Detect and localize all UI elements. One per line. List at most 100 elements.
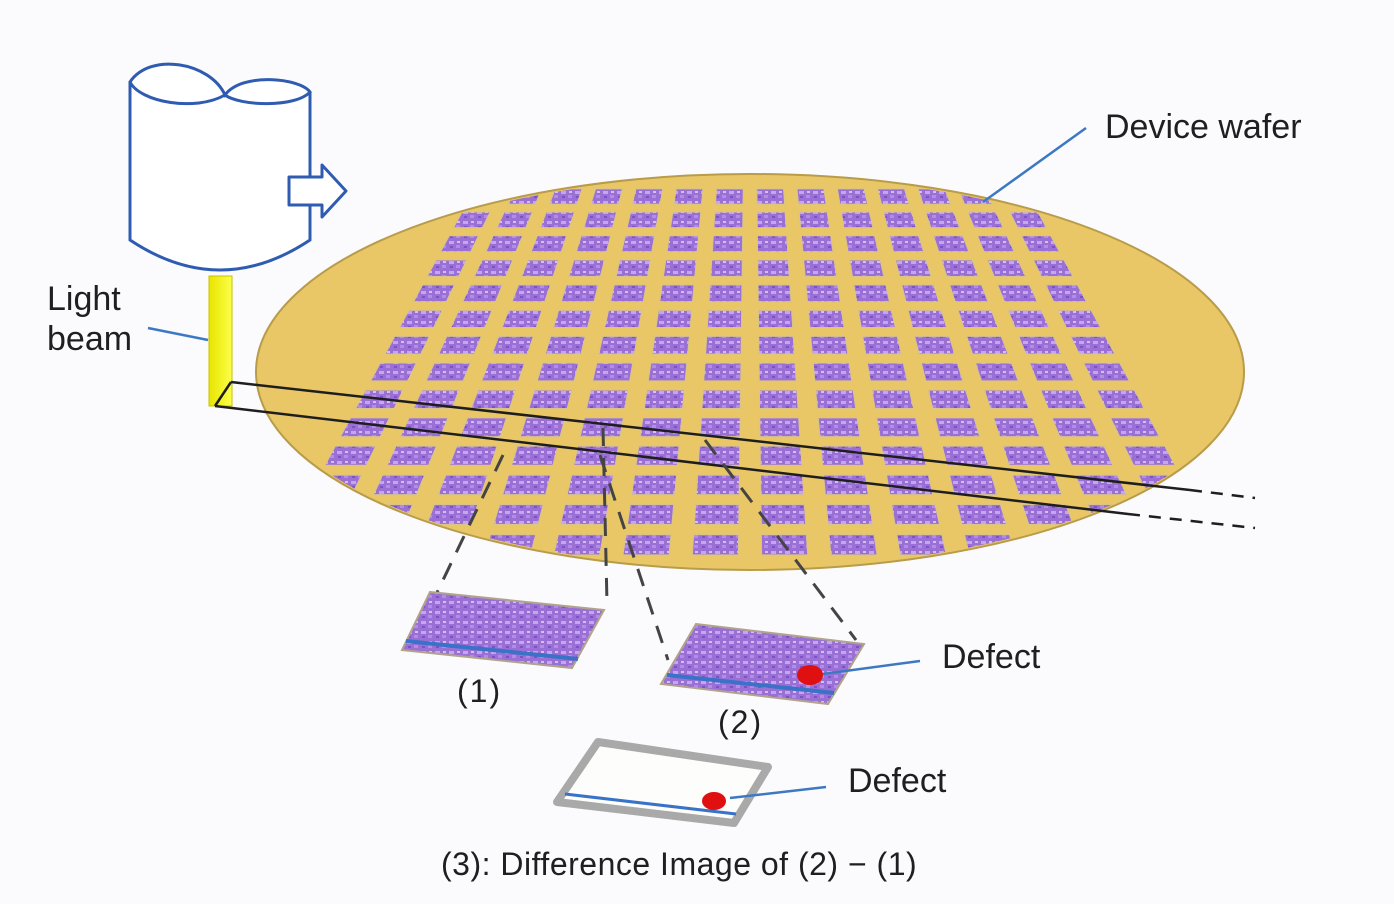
die xyxy=(530,235,568,253)
die xyxy=(817,417,861,438)
die xyxy=(711,235,744,253)
die xyxy=(703,362,742,382)
die xyxy=(967,211,1004,229)
die xyxy=(626,211,660,229)
die xyxy=(651,335,690,355)
light-beam-label-line2: beam xyxy=(47,320,133,358)
die xyxy=(626,504,675,525)
difference-image xyxy=(553,738,772,827)
die xyxy=(699,417,741,438)
die xyxy=(552,309,593,329)
die xyxy=(807,309,845,329)
die xyxy=(705,335,742,355)
die xyxy=(828,534,878,556)
defect-marker-1 xyxy=(797,665,823,685)
die xyxy=(1096,389,1146,409)
die xyxy=(693,504,740,525)
die xyxy=(714,188,744,205)
die xyxy=(932,235,970,253)
die xyxy=(880,445,927,466)
die xyxy=(659,284,695,303)
die xyxy=(553,534,604,556)
die xyxy=(1109,417,1161,438)
die xyxy=(666,235,700,253)
die xyxy=(757,284,792,303)
die xyxy=(983,389,1030,409)
die xyxy=(673,188,704,205)
die xyxy=(398,309,443,329)
die xyxy=(622,534,672,556)
die xyxy=(669,211,702,229)
die xyxy=(621,235,656,253)
die xyxy=(519,417,566,438)
die xyxy=(520,259,560,277)
die xyxy=(957,309,999,329)
die xyxy=(511,284,551,303)
die xyxy=(849,259,885,277)
die xyxy=(459,417,508,438)
die xyxy=(604,309,643,329)
die xyxy=(812,362,853,382)
die xyxy=(759,445,803,466)
die xyxy=(439,235,480,253)
die xyxy=(756,235,789,253)
die xyxy=(485,235,524,253)
die xyxy=(1011,474,1063,496)
die xyxy=(941,445,990,466)
defect-leader-1 xyxy=(822,659,921,676)
die xyxy=(956,504,1008,525)
die xyxy=(815,389,857,409)
die xyxy=(324,445,377,466)
die xyxy=(876,417,921,438)
die xyxy=(536,362,580,382)
die xyxy=(1082,362,1131,382)
scan-lines xyxy=(213,380,1256,530)
die xyxy=(539,211,576,229)
die xyxy=(647,362,688,382)
die xyxy=(986,259,1027,277)
die xyxy=(384,335,431,355)
die xyxy=(655,309,693,329)
die xyxy=(566,474,615,496)
panel-1-label: (1) xyxy=(457,673,503,709)
die xyxy=(836,188,869,205)
die xyxy=(643,389,685,409)
die xyxy=(369,362,418,382)
die xyxy=(758,335,795,355)
die xyxy=(583,211,618,229)
die xyxy=(1002,445,1052,466)
die xyxy=(701,389,742,409)
die xyxy=(492,504,544,525)
die xyxy=(1028,362,1075,382)
die xyxy=(885,474,934,496)
die xyxy=(757,259,790,277)
die xyxy=(1099,534,1155,556)
die xyxy=(462,284,504,303)
die xyxy=(840,211,874,229)
die xyxy=(710,259,743,277)
die xyxy=(448,445,498,466)
difference-image-caption: (3): Difference Image of (2) − (1) xyxy=(441,846,918,882)
die xyxy=(891,504,941,525)
die xyxy=(803,259,838,277)
cylinder-lens-icon xyxy=(128,62,312,272)
defect-marker-2 xyxy=(702,792,726,810)
die xyxy=(1039,389,1088,409)
die xyxy=(592,362,634,382)
die xyxy=(800,235,834,253)
die xyxy=(992,417,1041,438)
die xyxy=(758,389,799,409)
die xyxy=(639,417,683,438)
die xyxy=(907,309,948,329)
die xyxy=(877,188,910,205)
die xyxy=(480,362,526,382)
die-image-2 xyxy=(659,622,866,706)
device-wafer-leader xyxy=(982,126,1087,204)
die xyxy=(437,474,489,496)
die xyxy=(757,309,794,329)
die xyxy=(866,362,908,382)
die xyxy=(1051,417,1101,438)
die xyxy=(825,504,874,525)
die xyxy=(1007,309,1050,329)
